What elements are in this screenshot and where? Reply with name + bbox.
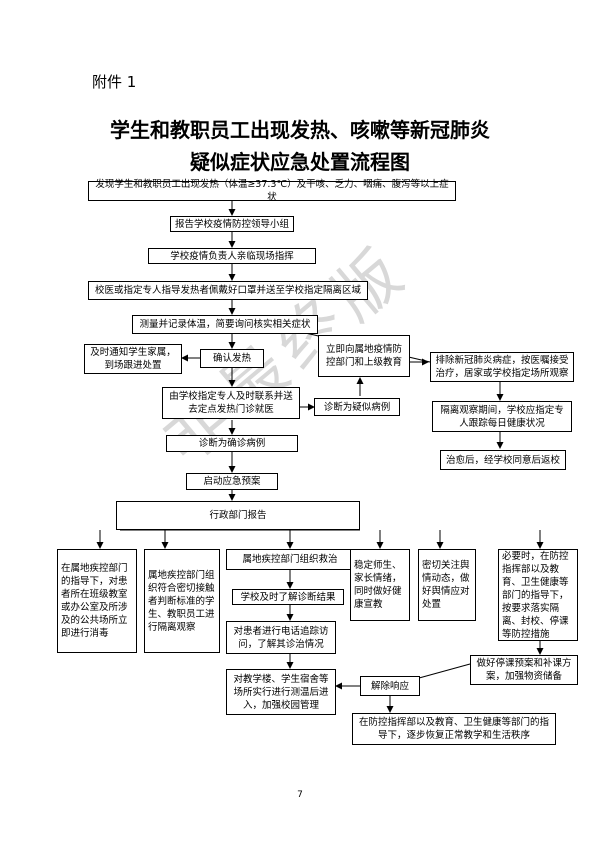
node-admin-report: 行政部门报告 xyxy=(116,501,360,530)
node-emergency-plan: 启动应急预案 xyxy=(186,473,278,490)
node-confirmed: 诊断为确诊病例 xyxy=(166,435,298,452)
node-isolate: 校医或指定专人指导发热者佩戴好口罩并送至学校指定隔离区域 xyxy=(88,281,368,300)
node-report-leadership: 报告学校疫情防控领导小组 xyxy=(170,216,294,232)
node-notify-parents: 及时通知学生家属，到场跟进处置 xyxy=(84,344,182,374)
node-isolation-observe: 隔离观察期间，学校应指定专人跟踪每日健康状况 xyxy=(432,401,572,432)
node-discover-symptoms: 发现学生和教职员工出现发热（体温≥37.3℃）及干咳、乏力、咽痛、腹泻等以上症状 xyxy=(88,179,456,203)
node-phone-follow-up: 对患者进行电话追踪访问，了解其诊治情况 xyxy=(226,621,336,654)
node-hospital: 由学校指定专人及时联系并送去定点发热门诊就医 xyxy=(162,387,300,419)
node-diagnosis-result: 学校及时了解诊断结果 xyxy=(232,589,344,605)
node-resume-normal: 在防控指挥部以及教育、卫生健康等部门的指导下，逐步恢复正常教学和生活秩序 xyxy=(352,713,556,745)
node-disinfect: 在属地疾控部门的指导下，对患者所在班级教室或办公室及所涉及的公共场所立即进行消毒 xyxy=(57,549,137,653)
node-public-opinion: 密切关注舆情动态，做好舆情应对处置 xyxy=(418,549,476,621)
node-suspected: 诊断为疑似病例 xyxy=(314,398,400,416)
node-confirm-fever: 确认发热 xyxy=(200,349,264,368)
node-report-cdc: 立即向属地疫情防控部门和上级教育 xyxy=(318,335,410,377)
node-lift-response: 解除响应 xyxy=(360,676,420,696)
node-treatment: 属地疾控部门组织救治 xyxy=(226,549,354,570)
page-number: 7 xyxy=(297,790,303,800)
node-lockdown-measures: 必要时，在防控指挥部以及教育、卫生健康等部门的指导下，按要求落实隔离、封校、停课… xyxy=(498,549,578,641)
node-return-school: 治愈后，经学校同意后返校 xyxy=(440,450,566,470)
node-exclude-covid: 排除新冠肺炎病症，按医嘱接受治疗，居家或学校指定场所观察 xyxy=(430,352,574,382)
node-stabilize-emotions: 稳定师生、家长情绪，同时做好健康宣教 xyxy=(350,549,410,621)
node-close-contacts: 属地疾控部门组织符合密切接触者判断标准的学生、教职员工进行隔离观察 xyxy=(144,549,220,653)
attachment-label: 附件 1 xyxy=(92,73,137,91)
node-on-site-command: 学校疫情负责人亲临现场指挥 xyxy=(148,248,316,264)
node-suspension-plan: 做好停课预案和补课方案，加强物资储备 xyxy=(470,655,578,685)
node-campus-management: 对教学楼、学生宿舍等场所实行进行测温后进入，加强校园管理 xyxy=(226,669,336,715)
page-title-line2: 疑似症状应急处置流程图 xyxy=(190,150,410,174)
node-measure-temp: 测量并记录体温，简要询问核实相关症状 xyxy=(132,315,318,334)
page-title-line1: 学生和教职员工出现发热、咳嗽等新冠肺炎 xyxy=(110,118,490,142)
